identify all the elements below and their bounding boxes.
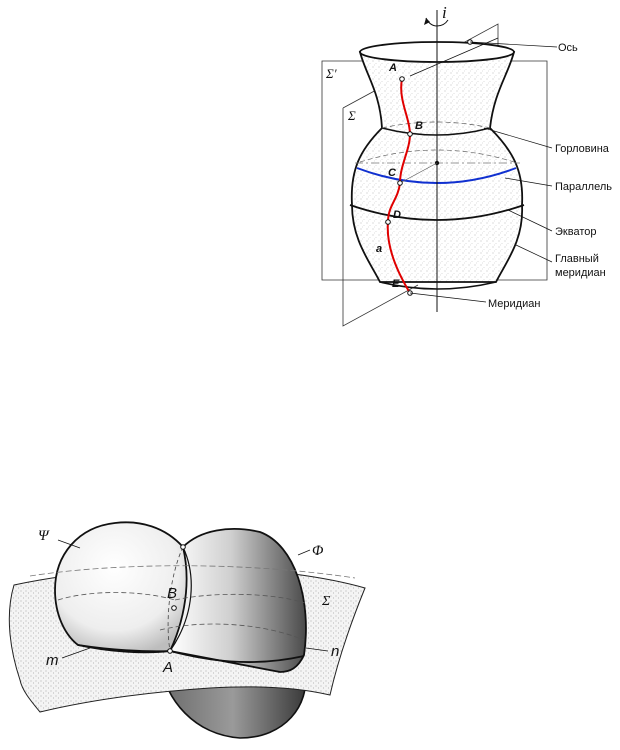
figure-surfaces: Ψ Φ Σ B A m n [8,521,366,739]
ellipsoid-hidden-equator [174,593,306,604]
label-phi: Φ [312,543,324,559]
point-c [397,180,403,186]
label-a: A [388,62,397,74]
callout-equator: Экватор [555,226,596,238]
base-line [379,281,497,290]
label-sigma-2: Σ [321,594,331,609]
neck-line-hidden [381,121,491,129]
label-b-2: B [167,585,177,602]
callout-main-meridian-1: Главный [555,253,599,265]
label-sigma: Σ [347,108,356,123]
label-b: B [415,120,423,132]
point-a2 [167,648,173,654]
neck-line [381,127,491,136]
label-curve-a: a [376,243,382,255]
label-a-2: A [162,659,173,676]
callout-axis: Ось [558,42,578,54]
callout-meridian: Меридиан [488,298,540,310]
line-n [169,650,305,663]
intersection-curve [169,546,192,652]
callout-main-meridian-2: меридиан [555,267,606,279]
label-m: m [46,652,59,669]
rotation-arrowhead [424,18,430,25]
leader-lines-2 [57,539,329,659]
label-d: D [393,209,401,221]
line-m [77,644,171,654]
point-b2 [171,605,177,611]
figure-vase: i A B C D E a Σ′ Σ Ось Горловина Паралле… [321,3,612,327]
label-c: C [388,167,397,179]
label-psi: Ψ [38,528,50,544]
callout-neck: Горловина [555,143,610,155]
sphere-psi [54,521,188,653]
point-b [407,131,413,137]
sphere-hidden-equator [57,592,176,601]
axis-label: i [442,3,447,22]
leader-lines [409,37,558,303]
point-d [385,219,391,225]
point-top-intersection [180,544,186,550]
center-radius [399,162,438,184]
line-n-hidden [159,623,305,641]
point-a [399,76,405,82]
label-n: n [331,643,339,660]
shoulder-hidden [359,149,515,163]
label-sigma-prime: Σ′ [325,66,337,81]
plane-hidden-line [29,565,356,579]
callout-parallel: Параллель [555,181,612,193]
intersection-hidden [167,546,184,652]
label-e: E [392,278,400,290]
